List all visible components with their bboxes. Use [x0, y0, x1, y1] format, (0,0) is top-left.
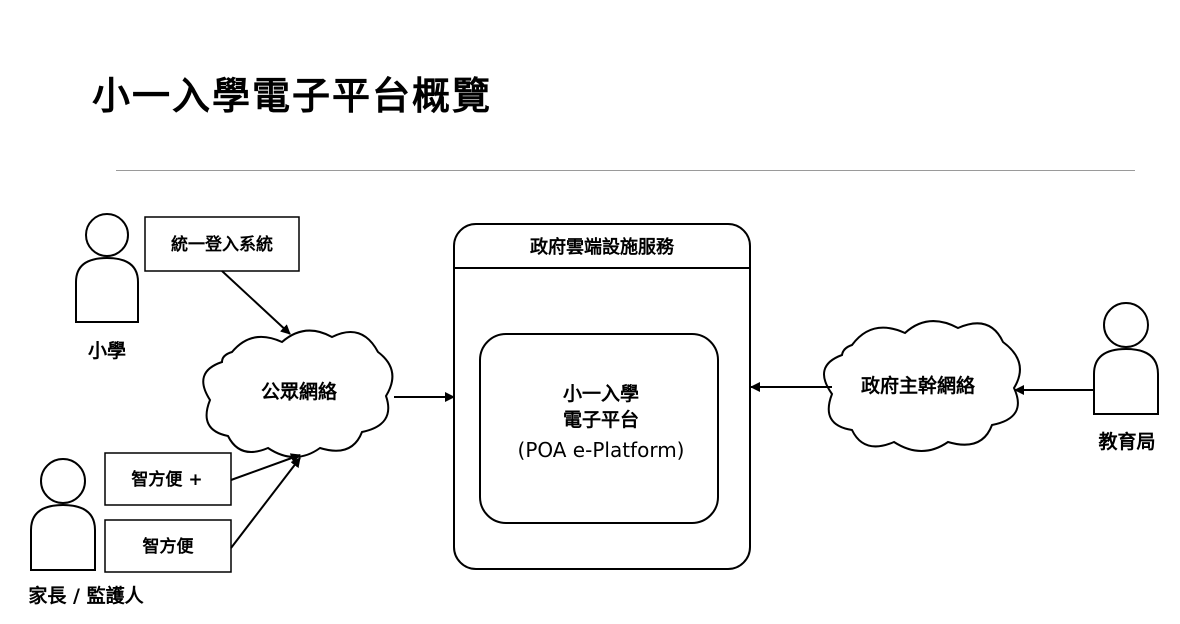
parent-label: 家長 / 監護人 — [28, 584, 144, 607]
arrow-iam-smart-plus-to-public-network — [230, 453, 301, 481]
iam-smart-label: 智方便 — [143, 536, 195, 557]
gov-backbone-label: 政府主幹網絡 — [861, 374, 976, 397]
gcis-title: 政府雲端設施服務 — [530, 236, 675, 258]
platform-line2: 電子平台 — [563, 408, 639, 431]
school-label: 小學 — [88, 340, 126, 362]
iam-smart-box — [104, 519, 232, 573]
edb-actor-icon — [1093, 302, 1159, 415]
public-network-label: 公眾網絡 — [261, 380, 338, 403]
poa-platform-box — [479, 333, 719, 524]
arrow-sso-to-public-network — [221, 270, 291, 335]
arrow-iam-smart-to-public-network — [230, 457, 301, 549]
sso-label: 統一登入系統 — [171, 234, 273, 255]
school-actor-icon — [75, 213, 139, 323]
title-divider — [116, 170, 1135, 171]
iam-smart-plus-label: 智方便 + — [131, 469, 202, 490]
parent-actor-icon — [30, 458, 96, 571]
platform-line1: 小一入學 — [563, 383, 639, 405]
public-network-cloud-icon — [202, 329, 394, 458]
edb-label: 教育局 — [1098, 430, 1155, 453]
gov-backbone-cloud-icon — [823, 320, 1021, 452]
sso-box — [144, 216, 300, 272]
page-title: 小一入學電子平台概覽 — [92, 74, 493, 118]
platform-line3: (POA e-Platform) — [518, 438, 685, 462]
